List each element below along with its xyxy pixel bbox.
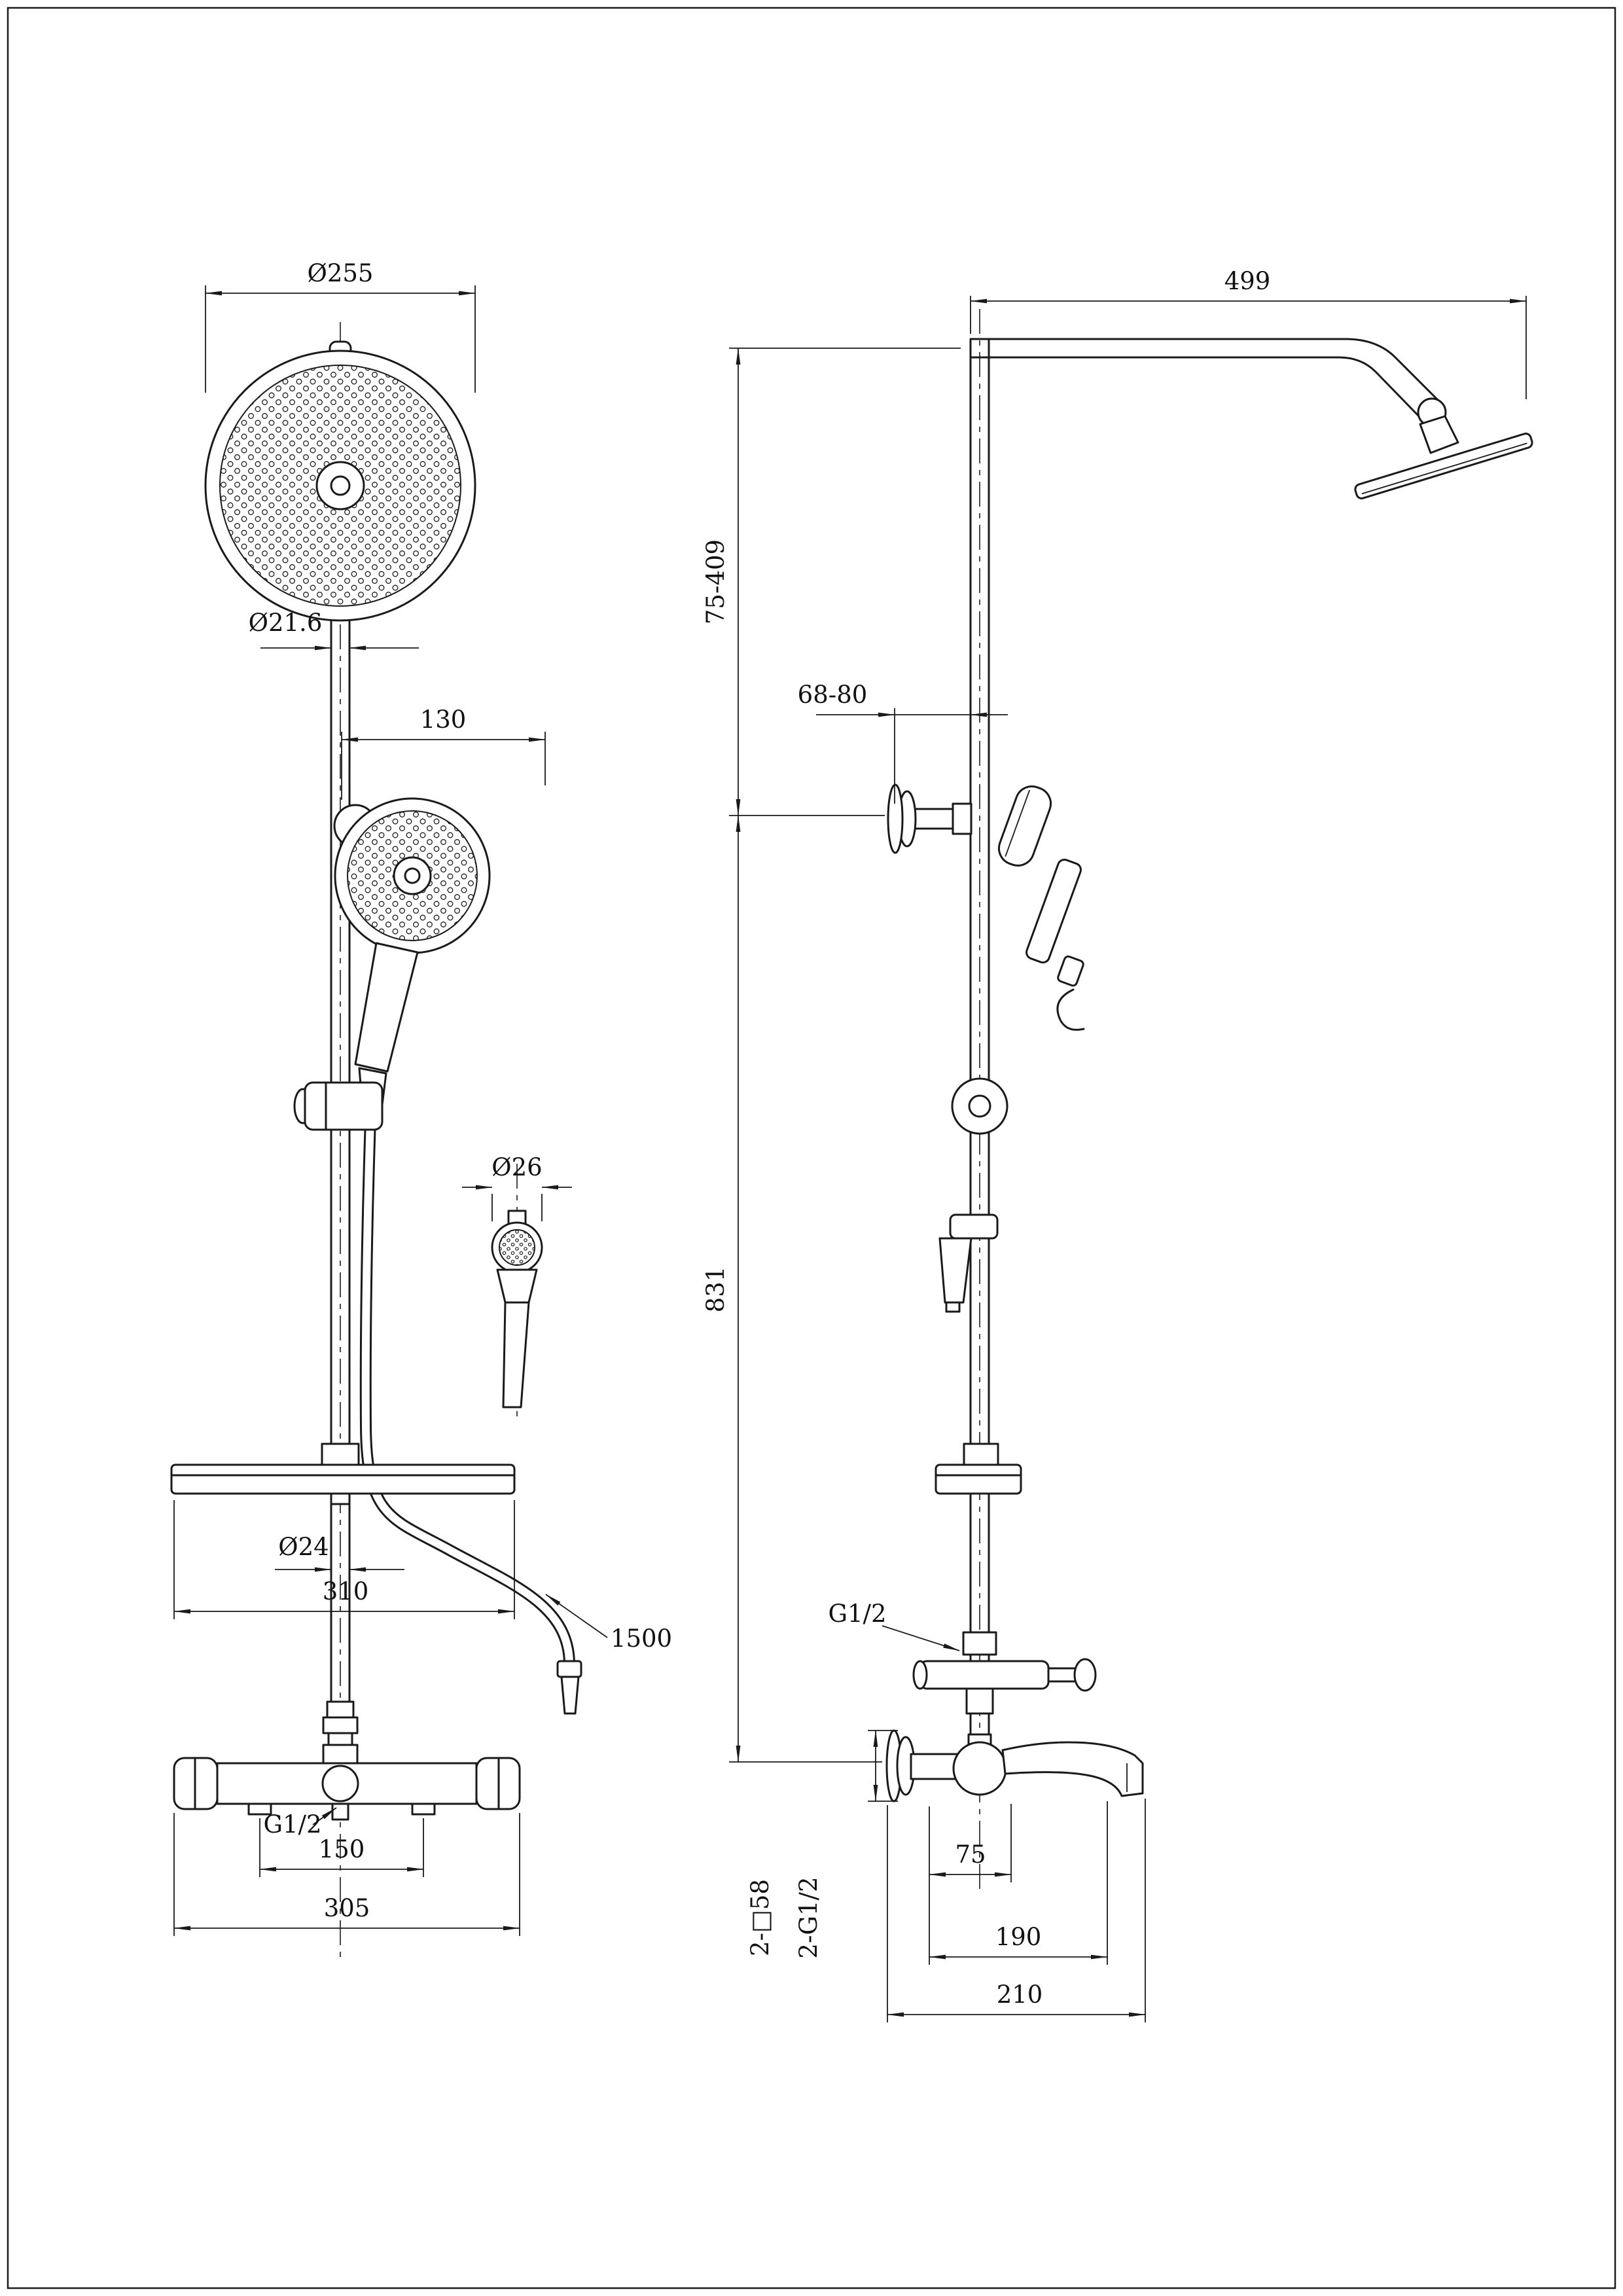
spout-side: [1001, 1741, 1144, 1797]
slider-bracket-front: [293, 1081, 383, 1131]
front-dimensions: Ø255 Ø21.6 130 Ø26 Ø24 310: [173, 259, 672, 1936]
bidet-sprayer-front: [491, 1210, 543, 1408]
riser-pipe-side: [969, 339, 990, 1763]
hand-shower-side: [997, 785, 1085, 1031]
dim-escutcheon-note: 2-□58: [746, 1879, 774, 1956]
hand-shower-front: [333, 797, 491, 1106]
shower-arm-side: [969, 338, 1533, 499]
dim-shelf-width: 310: [323, 1577, 369, 1605]
dim-arm-reach: 499: [1224, 267, 1271, 295]
dim-inlet-spacing: 150: [319, 1835, 365, 1863]
mixer-valve-front: [173, 1744, 521, 1821]
sheet-border: [7, 7, 1616, 2289]
dim-overall-depth: 210: [997, 1981, 1043, 2009]
dim-connection-note: 2-G1/2: [794, 1876, 823, 1958]
dim-column-height: 831: [702, 1266, 730, 1313]
dim-height-range: 75-409: [702, 539, 730, 624]
riser-pipe-front: [322, 618, 359, 1748]
overhead-shower-side: [1354, 433, 1533, 499]
dim-hose-length: 1500: [611, 1624, 672, 1653]
shower-hose-front: [359, 1099, 582, 1715]
dim-valve-width: 305: [324, 1894, 370, 1922]
dim-pipe-diameter: Ø21.6: [249, 609, 323, 637]
soap-shelf-side: [935, 1443, 1022, 1495]
dim-head-diameter: Ø255: [308, 259, 374, 287]
mixer-side: [885, 1729, 1144, 1803]
side-view: 499 75-409 68-80 831 G1/2 2-□58: [702, 267, 1533, 2022]
dim-outlet-thread: G1/2: [263, 1810, 321, 1839]
side-dimensions: 499 75-409 68-80 831 G1/2 2-□58: [702, 267, 1527, 2022]
overhead-shower-front: [204, 340, 476, 622]
dim-handshower-width: 130: [420, 706, 467, 734]
soap-shelf-front: [170, 1443, 516, 1505]
dim-wall-offset: 75: [955, 1840, 986, 1869]
dim-riser-diameter: Ø24: [278, 1533, 329, 1561]
sprayer-holder-side: [938, 1213, 999, 1313]
dim-spout-reach: 190: [995, 1923, 1042, 1951]
diverter-side: [912, 1631, 1097, 1715]
dim-sprayer-diameter: Ø26: [491, 1153, 542, 1181]
front-view: Ø255 Ø21.6 130 Ø26 Ø24 310: [170, 259, 672, 1958]
slider-knob-side: [951, 1077, 1008, 1135]
dim-bracket-range: 68-80: [798, 681, 868, 709]
wall-bracket-side: [887, 783, 972, 854]
dim-riser-thread: G1/2: [828, 1600, 886, 1628]
